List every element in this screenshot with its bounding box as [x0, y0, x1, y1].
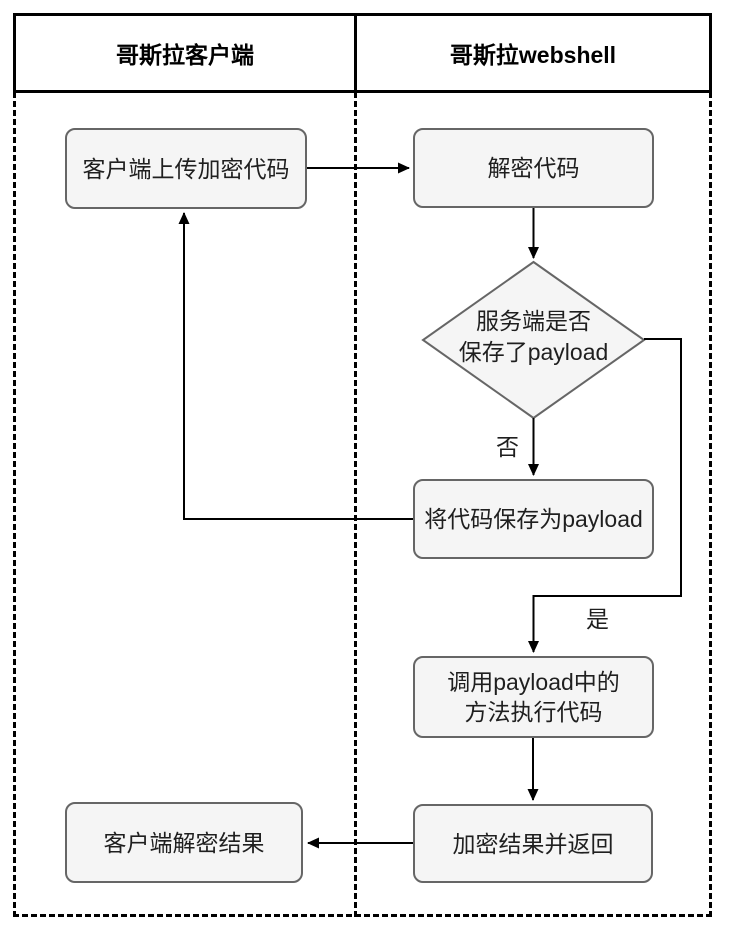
node-decrypt-code-label: 解密代码 [487, 155, 580, 181]
lane-title-client: 哥斯拉客户端 [16, 16, 357, 90]
decision-label: 服务端是否 保存了payload [428, 306, 639, 368]
node-encrypt-return: 加密结果并返回 [413, 804, 653, 883]
swimlane-header: 哥斯拉客户端 哥斯拉webshell [13, 13, 712, 93]
node-call-payload-line2: 方法执行代码 [464, 699, 603, 725]
node-client-upload-label: 客户端上传加密代码 [82, 155, 290, 182]
lane-divider [354, 92, 357, 917]
node-call-payload: 调用payload中的 方法执行代码 [413, 656, 654, 738]
decision-label-line1: 服务端是否 [476, 308, 591, 334]
node-save-payload-label: 将代码保存为payload [424, 506, 643, 532]
decision-label-line2: 保存了payload [458, 339, 609, 365]
branch-label-no: 否 [496, 434, 519, 460]
node-call-payload-line1: 调用payload中的 [447, 669, 620, 695]
node-decrypt-code: 解密代码 [413, 128, 654, 208]
node-client-decrypt-label: 客户端解密结果 [103, 829, 265, 856]
node-encrypt-return-label: 加密结果并返回 [452, 830, 614, 857]
node-client-decrypt: 客户端解密结果 [65, 802, 303, 883]
node-client-upload: 客户端上传加密代码 [65, 128, 307, 209]
branch-label-yes: 是 [586, 606, 609, 632]
node-save-payload: 将代码保存为payload [413, 479, 654, 559]
pool-dashed-border [13, 92, 712, 917]
lane-title-webshell: 哥斯拉webshell [449, 42, 617, 68]
